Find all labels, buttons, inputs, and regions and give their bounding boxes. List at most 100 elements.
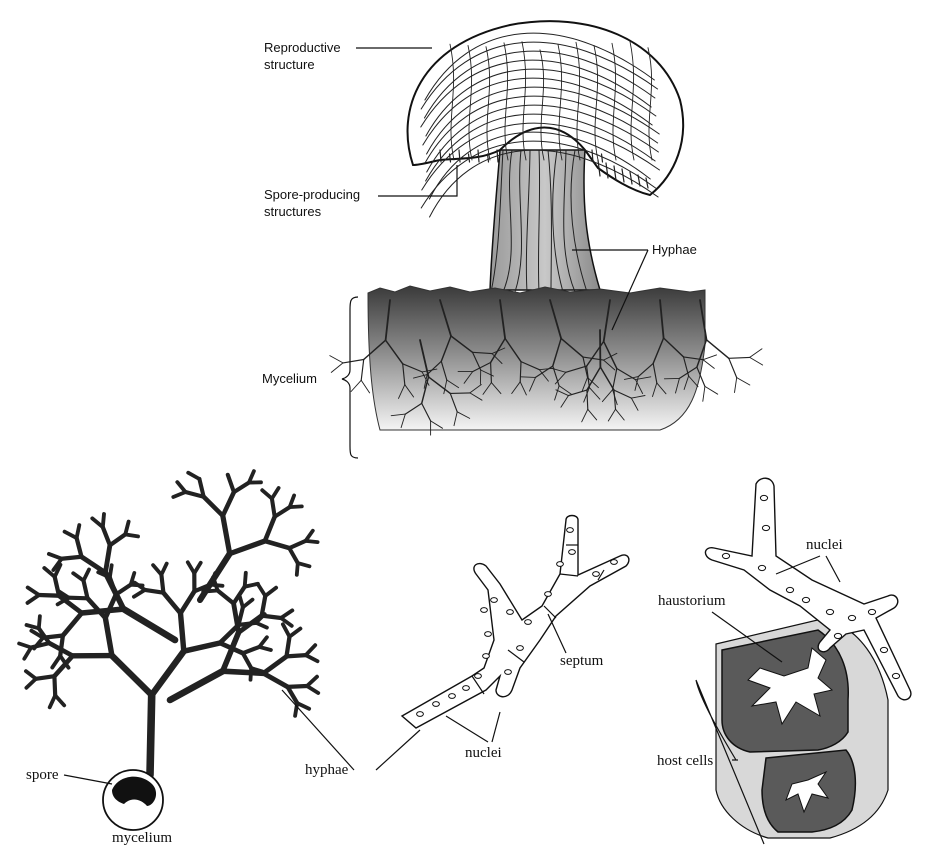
mushroom-illustration [330,21,763,435]
mycelium-branch [331,363,343,373]
nucleus [525,620,532,625]
hypha-branch-fill [288,686,307,687]
mycelium-branch [343,360,364,363]
hypha-branch-fill [63,613,82,636]
nucleus [611,560,618,565]
nucleus [517,646,524,651]
nucleus [758,565,765,570]
haustorium-illustration [705,478,910,838]
hypha-branch-fill [289,548,298,563]
label-mycelium-bottom: mycelium [112,830,172,846]
label-haustorium: haustorium [658,593,726,609]
hypha-branch-fill [204,497,223,516]
label-spore-producing-line1: Spore-producing [264,187,360,202]
label-hyphae-bottom: hyphae [305,762,349,778]
nucleus [417,712,424,717]
mycelium-branch [703,355,716,360]
hypha-branch-fill [110,534,125,545]
hypha-branch-fill [307,677,317,686]
nucleus [545,592,552,597]
hypha-branch-fill [188,473,199,479]
mycelium-branch [703,360,714,369]
hypha-branch-fill [150,695,152,775]
hypha-branch-fill [234,483,249,493]
hypha-branch-fill [223,492,234,516]
label-nuclei-right: nuclei [806,537,843,553]
label-reproductive-line2: structure [264,57,315,72]
hypha-branch-fill [103,527,110,545]
label-host-cells: host cells [657,753,713,769]
leader-spore-producing [378,165,457,196]
nucleus [826,609,833,614]
hypha-branch-fill [218,591,234,604]
label-reproductive-line1: Reproductive [264,40,341,55]
hypha-branch-fill [262,490,272,498]
leader-hyphae-bottom [282,690,354,770]
hypha-branch-fill [163,593,180,614]
leader-nuclei-mid [446,712,500,742]
nucleus [722,553,729,558]
mycelium-branch [520,362,521,382]
hypha-branch-fill [265,541,289,548]
mycelium-branch [361,380,369,393]
hypha-branch-fill [307,686,318,693]
nucleus [892,673,899,678]
hypha-branch-fill [39,595,59,596]
mycelium-branch [737,378,750,385]
hypha-branch-fill [24,648,31,659]
mycelium-branch [750,349,762,358]
nucleus [848,615,855,620]
leader-spore [64,775,112,784]
hypha-branch-fill [26,679,36,688]
nucleus [786,587,793,592]
label-septum: septum [560,653,604,669]
nucleus [505,670,512,675]
hypha-branch-fill [306,645,315,655]
hypha-branch-fill [112,656,152,695]
hypha-branch-fill [289,541,305,548]
nucleus [449,694,456,699]
nucleus [507,610,514,615]
mycelium-branch [750,357,763,365]
hypha-branch-fill [181,591,195,613]
septate-hypha-outline [402,516,629,729]
nucleus [485,632,492,637]
nucleus [762,525,769,530]
mycelium-branch [729,357,750,358]
hypha-branch-fill [200,554,230,600]
nucleus [481,608,488,613]
hypha-branch-fill [263,656,286,673]
hypha-branch-fill [28,595,40,603]
hypha-branch-fill [243,653,251,668]
hypha-branch-fill [223,671,264,673]
hypha-branch-fill [170,671,223,700]
nucleus [567,528,574,533]
mycelium-branch [707,340,729,359]
hypha-branch-fill [105,595,116,619]
hypha-branch-fill [194,563,200,574]
nucleus [868,609,875,614]
mycelium-branch [491,363,492,383]
hypha-branch-fill [263,673,287,687]
hypha-branch-fill [184,643,220,651]
hypha-branch-fill [124,609,175,640]
mycelium-branch [705,386,718,394]
mycelium-branch [330,356,343,363]
nucleus [569,550,576,555]
label-spore-producing-line2: structures [264,204,322,219]
hypha-branch-fill [28,588,39,596]
nucleus [463,686,470,691]
nucleus [760,495,767,500]
hypha-branch-fill [88,598,106,618]
mycelium-branch [735,378,737,393]
spore [103,770,163,830]
hypha-branch-fill [283,624,290,636]
mycelium-branch [729,358,737,377]
nucleus [491,598,498,603]
nucleus [557,562,564,567]
nucleus [433,702,440,707]
nucleus [475,674,482,679]
hypha-branch-fill [243,600,253,608]
